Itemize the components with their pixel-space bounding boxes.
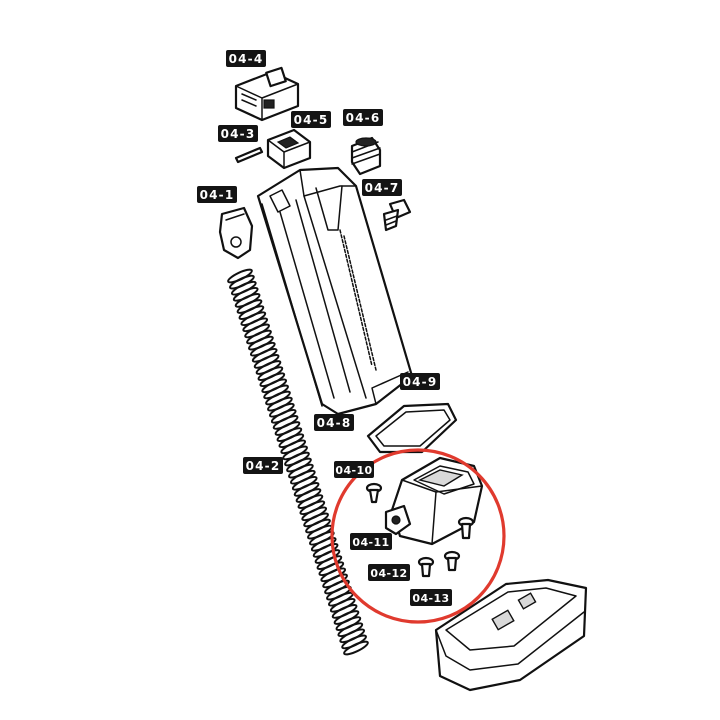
part-04-3-pin [234,146,264,164]
label-04-7: 04-7 [362,179,402,196]
label-04-3: 04-3 [218,125,258,142]
part-04-9-gasket [366,402,458,454]
label-04-6-text: 04-6 [346,111,381,125]
part-04-8-magazine-body [256,166,414,416]
label-04-10-text: 04-10 [335,464,372,477]
spring-coil [343,640,369,656]
label-04-13-text: 04-13 [412,592,449,605]
label-04-11: 04-11 [350,533,392,550]
part-04-13-base-plate [434,578,588,692]
part-04-4-valve-body [234,66,300,122]
label-04-4-text: 04-4 [229,52,264,66]
part-04-10-screw [365,482,383,504]
label-04-1-text: 04-1 [200,188,235,202]
label-04-9-text: 04-9 [403,375,438,389]
highlight-circle [330,448,506,624]
part-04-12-screws [417,516,475,578]
part-04-6-fill-valve [350,136,382,176]
part-04-5-valve-rubber [266,128,312,170]
label-04-12-text: 04-12 [370,567,407,580]
label-04-9: 04-9 [400,373,440,390]
label-04-2: 04-2 [243,457,283,474]
label-04-10: 04-10 [334,461,374,478]
part-04-2-spring [227,268,369,656]
part-04-1-follower [218,206,254,260]
label-04-8: 04-8 [314,414,354,431]
label-04-13: 04-13 [410,589,452,606]
label-04-5-text: 04-5 [294,113,329,127]
label-04-1: 04-1 [197,186,237,203]
label-04-11-text: 04-11 [352,536,389,549]
label-04-7-text: 04-7 [365,181,400,195]
label-04-6: 04-6 [343,109,383,126]
label-04-4: 04-4 [226,50,266,67]
part-04-7-screw [382,198,412,232]
label-04-8-text: 04-8 [317,416,352,430]
label-04-12: 04-12 [368,564,410,581]
label-04-2-text: 04-2 [246,459,281,473]
label-04-3-text: 04-3 [221,127,256,141]
label-04-5: 04-5 [291,111,331,128]
